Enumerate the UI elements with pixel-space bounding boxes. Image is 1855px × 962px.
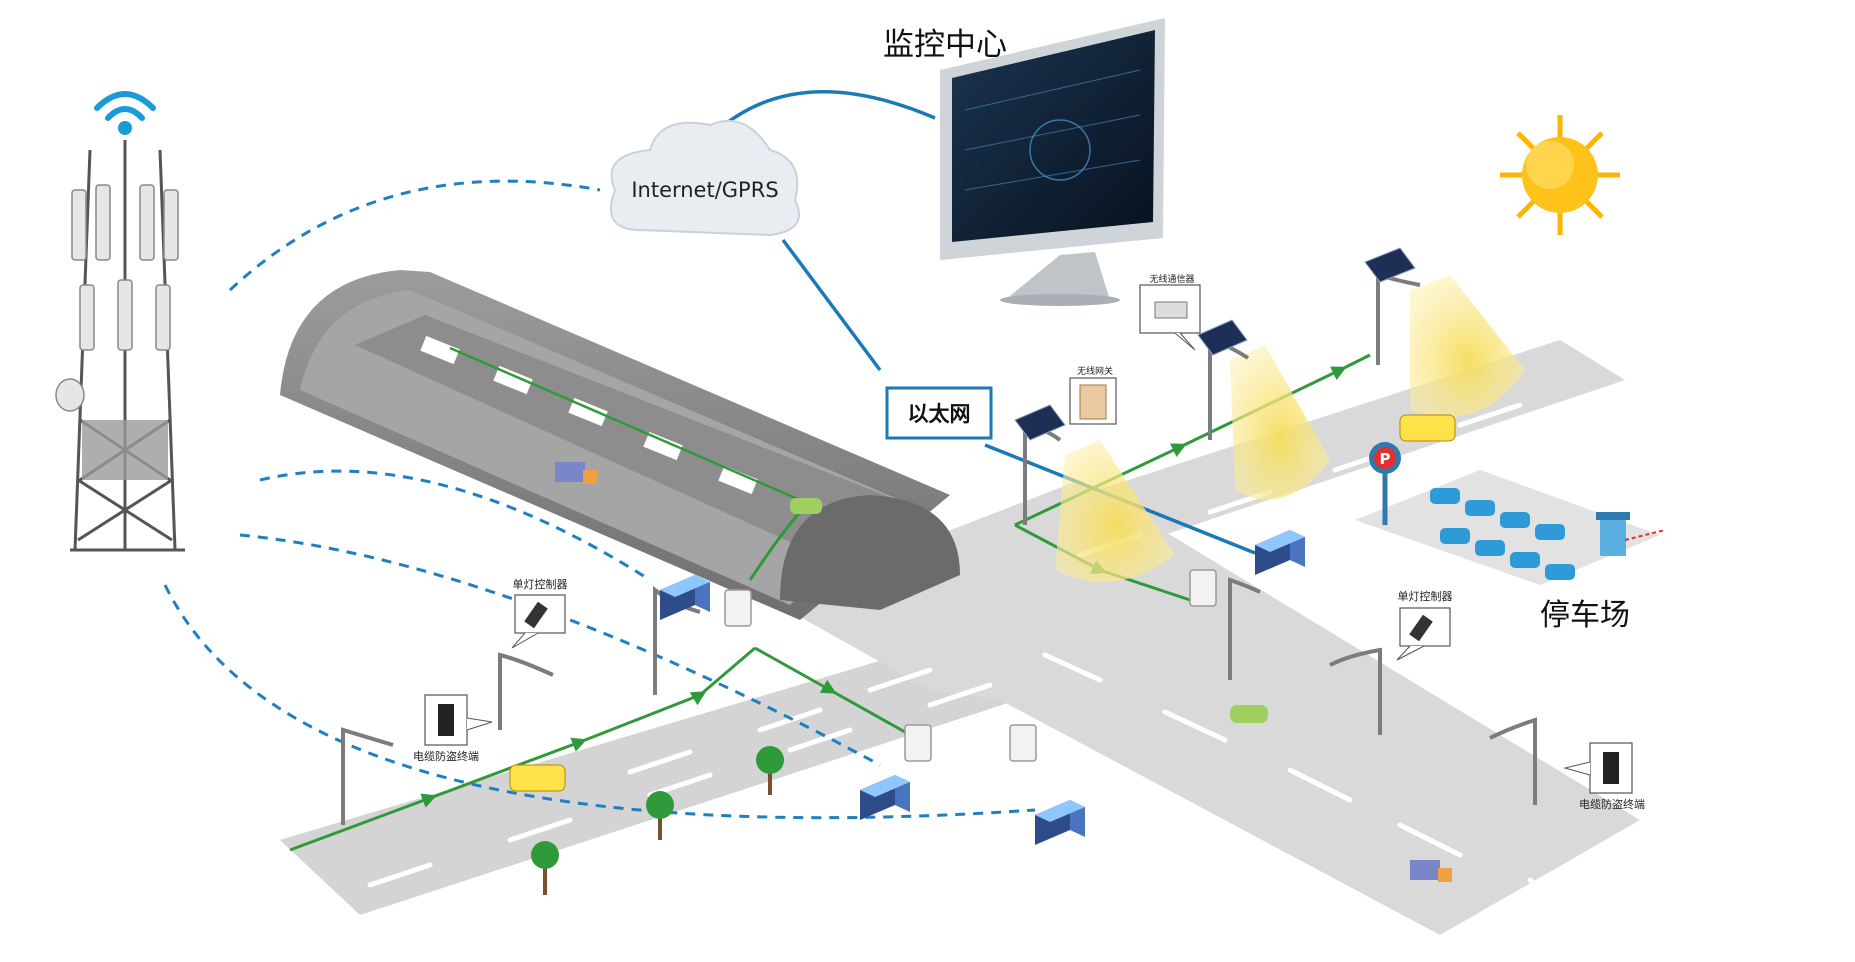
truck-icon bbox=[555, 462, 597, 484]
wireless-comm-label: 无线通信器 bbox=[1149, 273, 1194, 285]
cable-theft-callout-left: 电缆防盗终端 bbox=[413, 694, 493, 763]
ethernet-label: 以太网 bbox=[908, 402, 971, 426]
monitor-icon bbox=[940, 18, 1165, 306]
cloud-label: Internet/GPRS bbox=[631, 178, 778, 202]
wireless-gateway-callout: 无线网关 bbox=[1069, 365, 1117, 425]
cable-theft-left-label: 电缆防盗终端 bbox=[413, 749, 479, 763]
parking-sign-label: P bbox=[1380, 450, 1391, 468]
parking-lot: P bbox=[1355, 442, 1666, 585]
sun-icon bbox=[1500, 115, 1620, 235]
parking-sign-icon: P bbox=[1369, 442, 1401, 525]
cable-theft-right-label: 电缆防盗终端 bbox=[1579, 797, 1645, 811]
signal-tower-icon bbox=[55, 91, 185, 552]
tree-icon bbox=[531, 746, 784, 895]
toll-booth-icon bbox=[1596, 512, 1630, 556]
vehicles bbox=[509, 414, 1456, 882]
wireless-comm-callout: 无线通信器 bbox=[1139, 273, 1201, 351]
crossing-road bbox=[770, 480, 1640, 935]
ethernet-box: 以太网 bbox=[885, 386, 993, 440]
car-icon bbox=[790, 498, 1268, 723]
single-lamp-callout-right: 单灯控制器 bbox=[1396, 589, 1453, 661]
single-lamp-callout-left: 单灯控制器 bbox=[511, 577, 568, 649]
monitor-center-label: 监控中心 bbox=[883, 27, 1007, 63]
single-lamp-left-label: 单灯控制器 bbox=[513, 577, 568, 591]
cable-theft-callout-right: 电缆防盗终端 bbox=[1563, 742, 1645, 811]
parking-label: 停车场 bbox=[1540, 598, 1630, 633]
single-lamp-right-label: 单灯控制器 bbox=[1398, 589, 1453, 603]
solar-streetlight-icon bbox=[1014, 247, 1416, 441]
controller-box-icon bbox=[724, 569, 1217, 762]
transformer-cabinet-icon bbox=[660, 530, 1305, 845]
wireless-links bbox=[163, 179, 1036, 820]
cloud-icon: Internet/GPRS bbox=[610, 120, 801, 237]
truck-icon bbox=[1410, 860, 1452, 882]
light-cones bbox=[1055, 275, 1525, 582]
wireless-gateway-label: 无线网关 bbox=[1077, 365, 1113, 377]
bus-icon bbox=[509, 414, 1456, 792]
wifi-icon bbox=[94, 91, 156, 135]
